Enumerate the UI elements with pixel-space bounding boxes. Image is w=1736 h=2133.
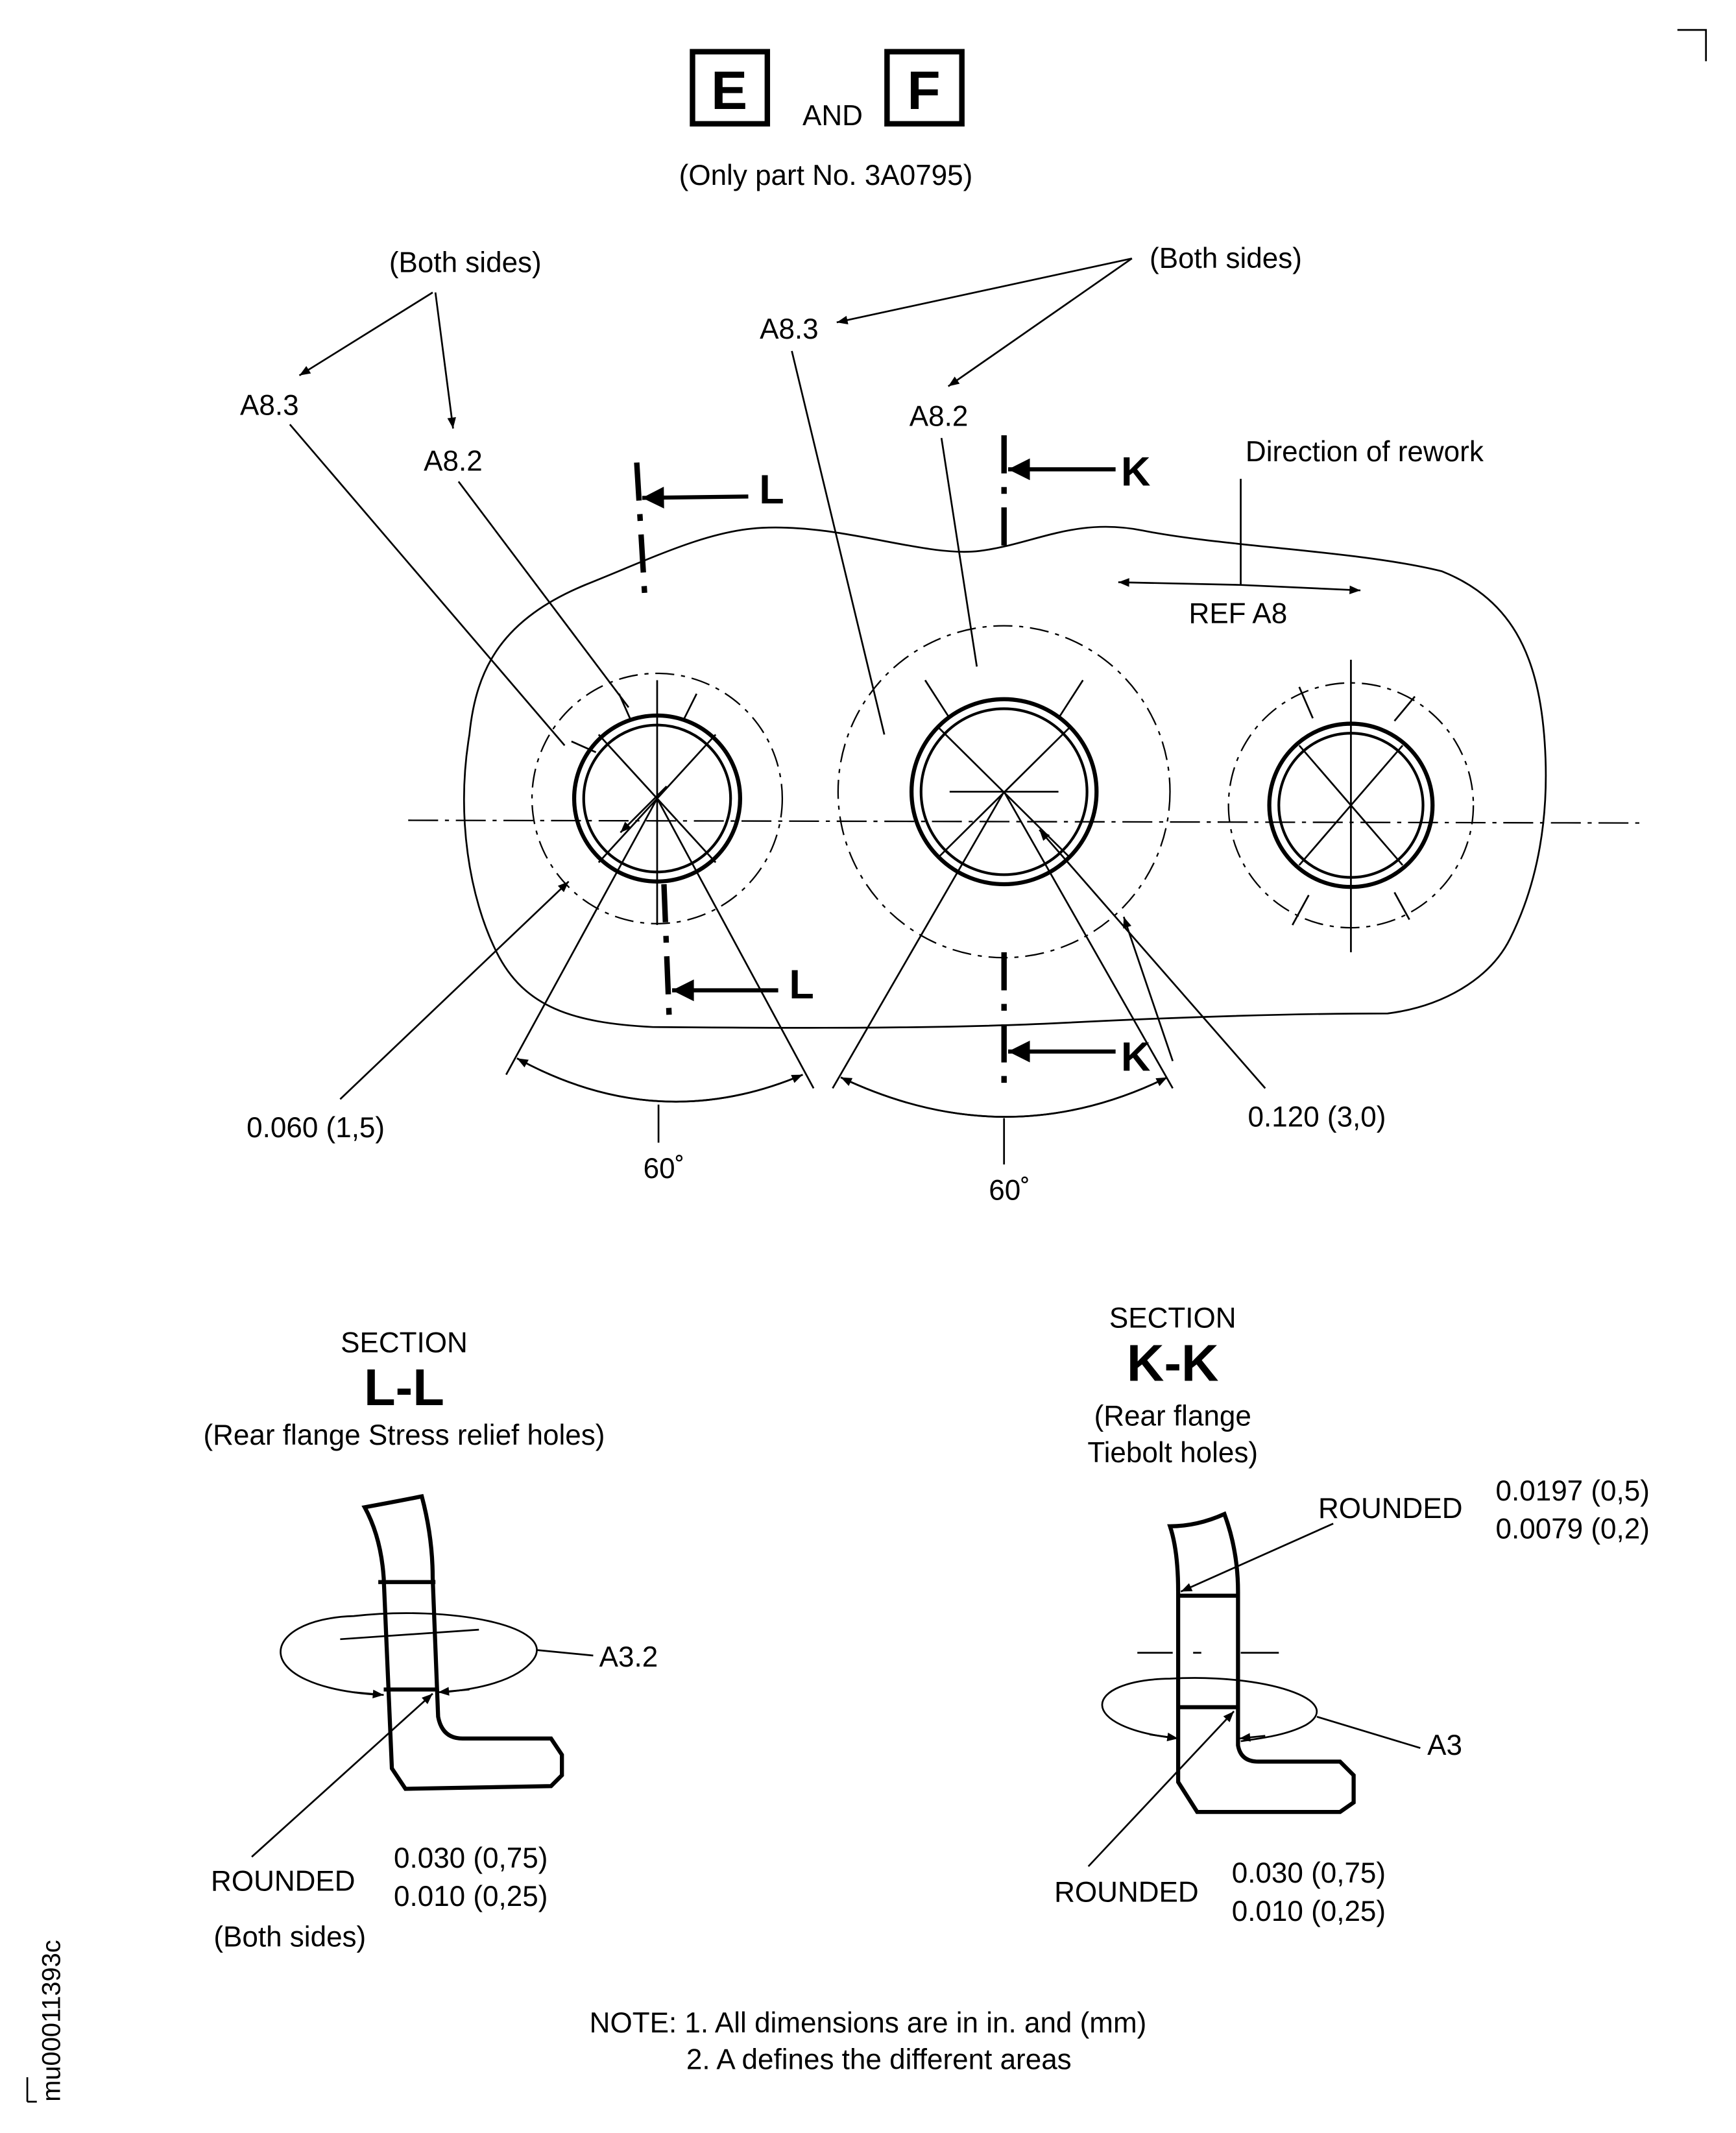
dim-max-ll: 0.030 (0,75)	[394, 1842, 548, 1874]
section-kk: SECTION K-K (Rear flange Tiebolt holes) …	[1054, 1303, 1650, 1927]
box-e-label: E	[711, 60, 747, 121]
corner-mark	[1677, 29, 1707, 62]
both-sides-left: (Both sides)	[389, 247, 542, 278]
note-line-2: 2. A defines the different areas	[686, 2043, 1072, 2075]
figure-id: mu00011393c	[37, 1940, 66, 2102]
section-ll-heading: SECTION	[341, 1327, 468, 1358]
angle-left: 60˚	[644, 1153, 685, 1185]
dim-0120: 0.120 (3,0)	[1248, 1101, 1386, 1133]
dim-min-kk: 0.010 (0,25)	[1232, 1896, 1386, 1927]
section-kk-heading: SECTION	[1109, 1303, 1236, 1334]
section-ll-desc: (Rear flange Stress relief holes)	[203, 1419, 605, 1451]
dim-min-ll: 0.010 (0,25)	[394, 1881, 548, 1912]
note-line-1: NOTE: 1. All dimensions are in in. and (…	[590, 2007, 1147, 2039]
part-outline	[463, 525, 1547, 1029]
rounded-label-kk-top: ROUNDED	[1318, 1493, 1463, 1524]
rounded-label-ll: ROUNDED	[211, 1866, 356, 1898]
a82-right: A8.2	[910, 400, 969, 432]
ref-a8-label: REF A8	[1189, 597, 1288, 629]
section-k-top: K	[1121, 450, 1150, 495]
section-kk-desc-2: Tiebolt holes)	[1087, 1437, 1258, 1469]
section-l-bottom: L	[789, 962, 814, 1007]
area-a3: A3	[1427, 1729, 1462, 1761]
and-label: AND	[802, 100, 863, 132]
main-view: L L K K Direction of rework REF A8 (Both…	[240, 243, 1639, 1207]
dim-0060: 0.060 (1,5)	[247, 1112, 385, 1144]
top-dim-min-kk: 0.0079 (0,2)	[1496, 1513, 1650, 1545]
dim-max-kk: 0.030 (0,75)	[1232, 1857, 1386, 1889]
box-f	[884, 49, 965, 127]
rounded-label-kk-bottom: ROUNDED	[1054, 1877, 1199, 1909]
centerline-horizontal	[408, 819, 1639, 824]
section-kk-desc-1: (Rear flange	[1094, 1401, 1251, 1432]
section-kk-name: K-K	[1127, 1334, 1219, 1392]
section-ll-name: L-L	[364, 1358, 444, 1416]
area-a32: A3.2	[599, 1641, 658, 1673]
section-ll: SECTION L-L (Rear flange Stress relief h…	[203, 1327, 658, 1953]
top-dim-max-kk: 0.0197 (0,5)	[1496, 1475, 1650, 1507]
both-sides-ll: (Both sides)	[213, 1922, 366, 1953]
box-f-label: F	[907, 60, 940, 121]
header: E AND F (Only part No. 3A0795)	[679, 49, 973, 191]
box-e	[690, 49, 771, 127]
direction-of-rework-label: Direction of rework	[1246, 436, 1484, 468]
hole-right	[1227, 660, 1475, 952]
angle-right: 60˚	[989, 1175, 1030, 1207]
subtitle: (Only part No. 3A0795)	[679, 160, 973, 191]
section-l-top: L	[759, 467, 784, 512]
a83-left: A8.3	[240, 390, 299, 422]
a83-right: A8.3	[760, 313, 819, 345]
both-sides-right: (Both sides)	[1150, 243, 1302, 274]
a82-left: A8.2	[424, 446, 483, 477]
